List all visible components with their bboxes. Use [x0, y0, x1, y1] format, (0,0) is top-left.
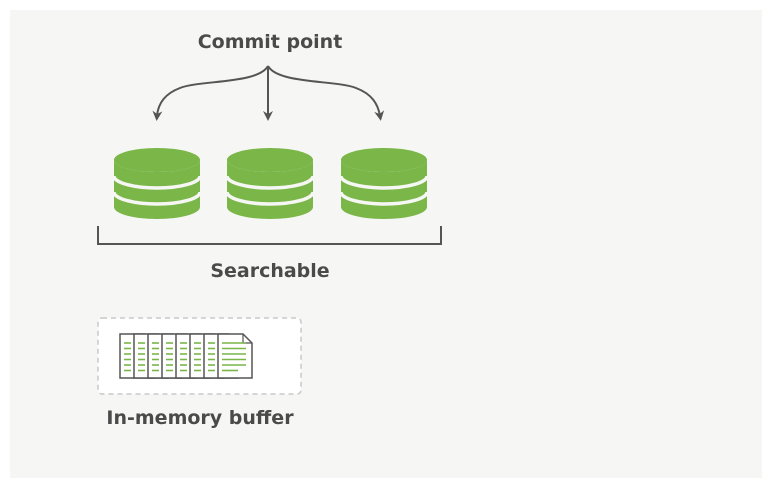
database-icon	[225, 148, 315, 219]
database-icon	[339, 148, 429, 219]
documents-stack	[119, 333, 253, 379]
commit-point-label: Commit point	[198, 31, 343, 53]
searchable-bracket	[97, 226, 442, 245]
arrow-down-icon	[152, 65, 269, 121]
searchable-label: Searchable	[210, 260, 329, 282]
commit-arrows	[152, 65, 385, 121]
in-memory-buffer-label: In-memory buffer	[106, 407, 294, 429]
database-icon	[112, 148, 202, 219]
segments-group	[112, 148, 429, 219]
arrow-down-icon	[267, 65, 385, 121]
document-icon	[217, 333, 253, 379]
